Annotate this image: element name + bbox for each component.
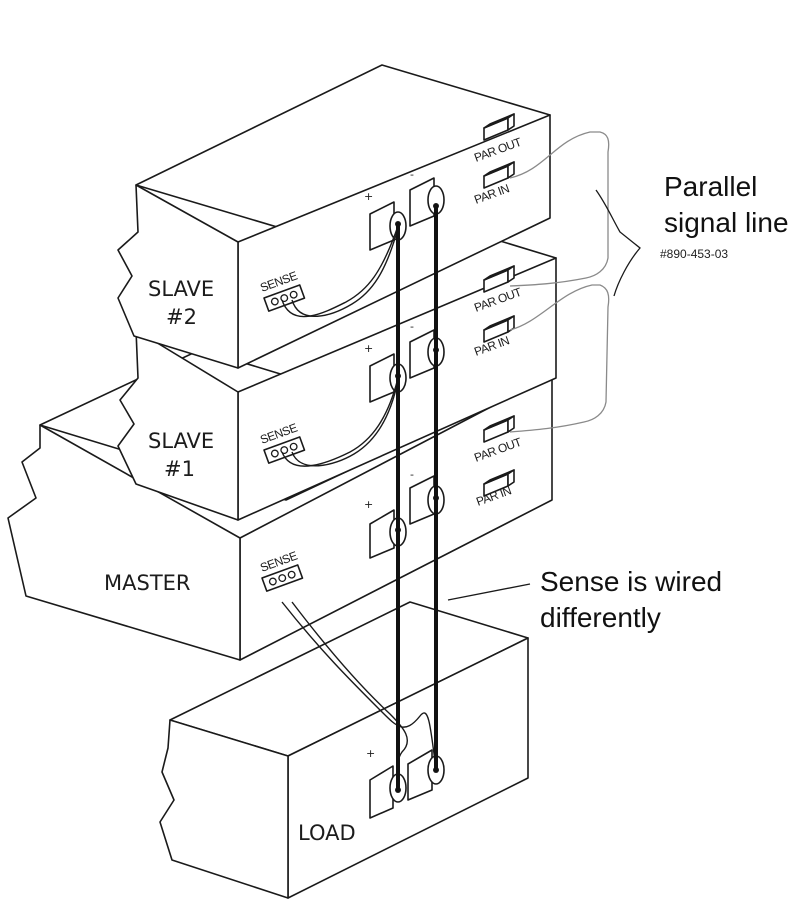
load-plus-sign: +: [366, 747, 375, 760]
parallel-signal-brace: [595, 189, 641, 297]
slave1-sense-wire-a: [281, 377, 399, 467]
load-label: LOAD: [298, 821, 356, 845]
signal-line-slave1-to-master: [509, 284, 610, 433]
master-front-face: [7, 424, 241, 661]
slave1-sense-wire-b: [291, 379, 399, 467]
slave1-par-out-port: [483, 265, 515, 293]
slave2-label-line2: #2: [166, 305, 197, 329]
master-sense-wire-a: [281, 601, 437, 771]
slave2-minus-sign: -: [410, 168, 414, 181]
slave1-front-face: [117, 329, 239, 521]
slave2-par-out-port: [483, 113, 515, 141]
slave1-par-in-port: [483, 315, 515, 343]
sense-callout-leader: [447, 583, 531, 601]
master-sense-connector: [261, 564, 304, 592]
sense-callout-line2: differently: [540, 602, 661, 633]
slave1-plus-sign: +: [364, 342, 373, 355]
sense-callout-line1: Sense is wired: [540, 566, 722, 597]
master-minus-sign: -: [410, 468, 414, 481]
parallel-part-number: #890-453-03: [660, 247, 728, 261]
slave1-label-line2: #1: [164, 457, 195, 481]
slave2-front-face: [117, 184, 239, 369]
load-front-face: [159, 719, 289, 899]
slave2-par-in-port: [483, 161, 515, 189]
slave2-sense-connector: [263, 284, 306, 312]
slave2-sense-wire-b: [291, 227, 399, 317]
slave2-minus-terminal: [409, 177, 445, 227]
signal-line-slave2-to-slave1: [509, 131, 610, 287]
slave1-minus-sign: -: [410, 320, 414, 333]
slave2-sense-wire-a: [281, 225, 399, 318]
slave1-label-line1: SLAVE: [148, 429, 214, 453]
slave2-plus-terminal: [369, 201, 407, 251]
slave1-sense-connector: [263, 436, 306, 464]
parallel-callout-line2: signal line: [664, 207, 789, 238]
parallel-callout-line1: Parallel: [664, 171, 757, 202]
master-par-in-port: [483, 469, 515, 497]
master-par-out-port: [483, 415, 515, 443]
slave1-minus-terminal: [409, 329, 445, 379]
slave2-plus-sign: +: [364, 190, 373, 203]
master-label: MASTER: [104, 571, 191, 595]
master-plus-sign: +: [364, 498, 373, 511]
slave2-label-line1: SLAVE: [148, 277, 214, 301]
